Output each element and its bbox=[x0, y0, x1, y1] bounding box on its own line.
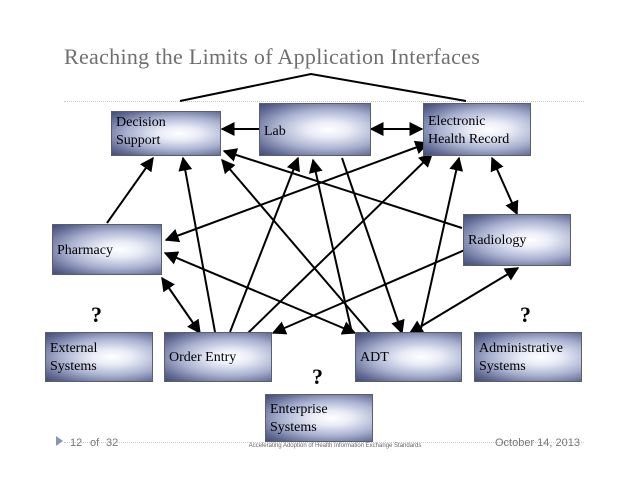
arrow-pharmacy-ds bbox=[106, 156, 154, 224]
radiology-node: Radiology bbox=[463, 214, 571, 266]
order-entry-node: Order Entry bbox=[164, 332, 272, 382]
arrow-oe-radiology bbox=[271, 248, 468, 335]
enterprise-systems-node: Enterprise Systems bbox=[265, 394, 373, 442]
slide-title: Reaching the Limits of Application Inter… bbox=[64, 44, 481, 69]
arrow-adt-radiology bbox=[408, 267, 520, 334]
arrow-adt-lab-2 bbox=[341, 157, 405, 335]
title-divider bbox=[64, 101, 584, 102]
footer-date: October 14, 2013 bbox=[495, 437, 581, 449]
arrow-adt-pharmacy bbox=[163, 251, 357, 335]
adt-node: ADT bbox=[355, 332, 462, 382]
question-mark-enterprise: ? bbox=[312, 364, 323, 389]
arrow-pharmacy-oe bbox=[161, 276, 201, 335]
ehr-node: Electronic Health Record bbox=[423, 103, 531, 156]
title-bracket-line bbox=[179, 72, 467, 102]
arrow-oe-ehr bbox=[247, 153, 434, 334]
external-systems-node: External Systems bbox=[45, 332, 153, 382]
question-mark-administrative: ? bbox=[520, 302, 531, 327]
arrow-adt-ds bbox=[221, 158, 371, 334]
page-number: 12 bbox=[70, 437, 83, 449]
page-of-label: of bbox=[90, 437, 100, 449]
footer-triangle-icon bbox=[56, 436, 63, 446]
arrow-oe-lab bbox=[229, 156, 300, 333]
question-mark-external: ? bbox=[91, 302, 102, 327]
footer-title: Accelerating Adoption of Health Informat… bbox=[248, 443, 422, 449]
arrow-ehr-radiology bbox=[490, 156, 519, 216]
pharmacy-node: Pharmacy bbox=[52, 224, 162, 275]
page-total: 32 bbox=[106, 437, 119, 449]
administrative-systems-node: Administrative Systems bbox=[474, 332, 582, 382]
arrow-ehr-pharmacy bbox=[164, 140, 430, 243]
arrow-oe-ds bbox=[178, 156, 216, 333]
footer-divider bbox=[64, 442, 584, 443]
decision-support-node: Decision Support bbox=[111, 111, 221, 156]
lab-node: Lab bbox=[259, 103, 371, 156]
